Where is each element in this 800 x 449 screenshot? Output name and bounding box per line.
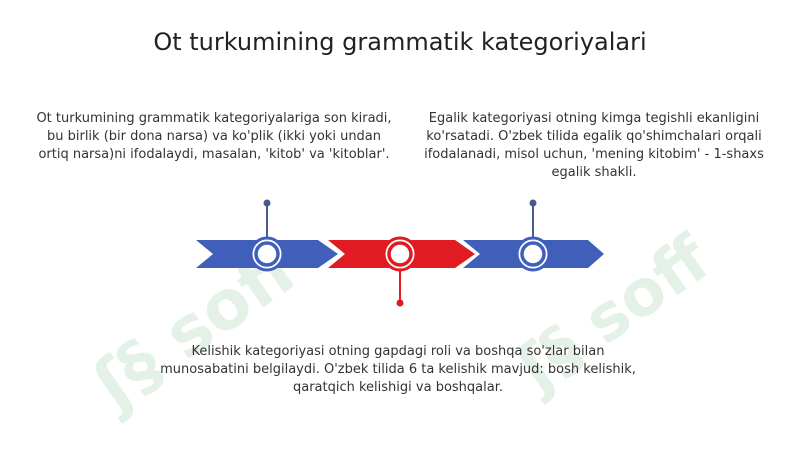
milestone-marker-2 [382, 236, 418, 272]
slide-title: Ot turkumining grammatik kategoriyalari [153, 28, 647, 56]
timeline-text-number-category: Ot turkumining grammatik kategoriyalarig… [36, 111, 392, 162]
milestone-marker-1 [249, 236, 285, 272]
connector-3 [396, 269, 404, 307]
timeline-text-possession-category: Egalik kategoriyasi otning kimga tegishl… [424, 111, 764, 180]
timeline-text-case-category: Kelishik kategoriyasi otning gapdagi rol… [160, 344, 636, 395]
milestone-marker-3 [515, 236, 551, 272]
connector-1 [263, 199, 271, 238]
connector-2 [529, 199, 537, 238]
